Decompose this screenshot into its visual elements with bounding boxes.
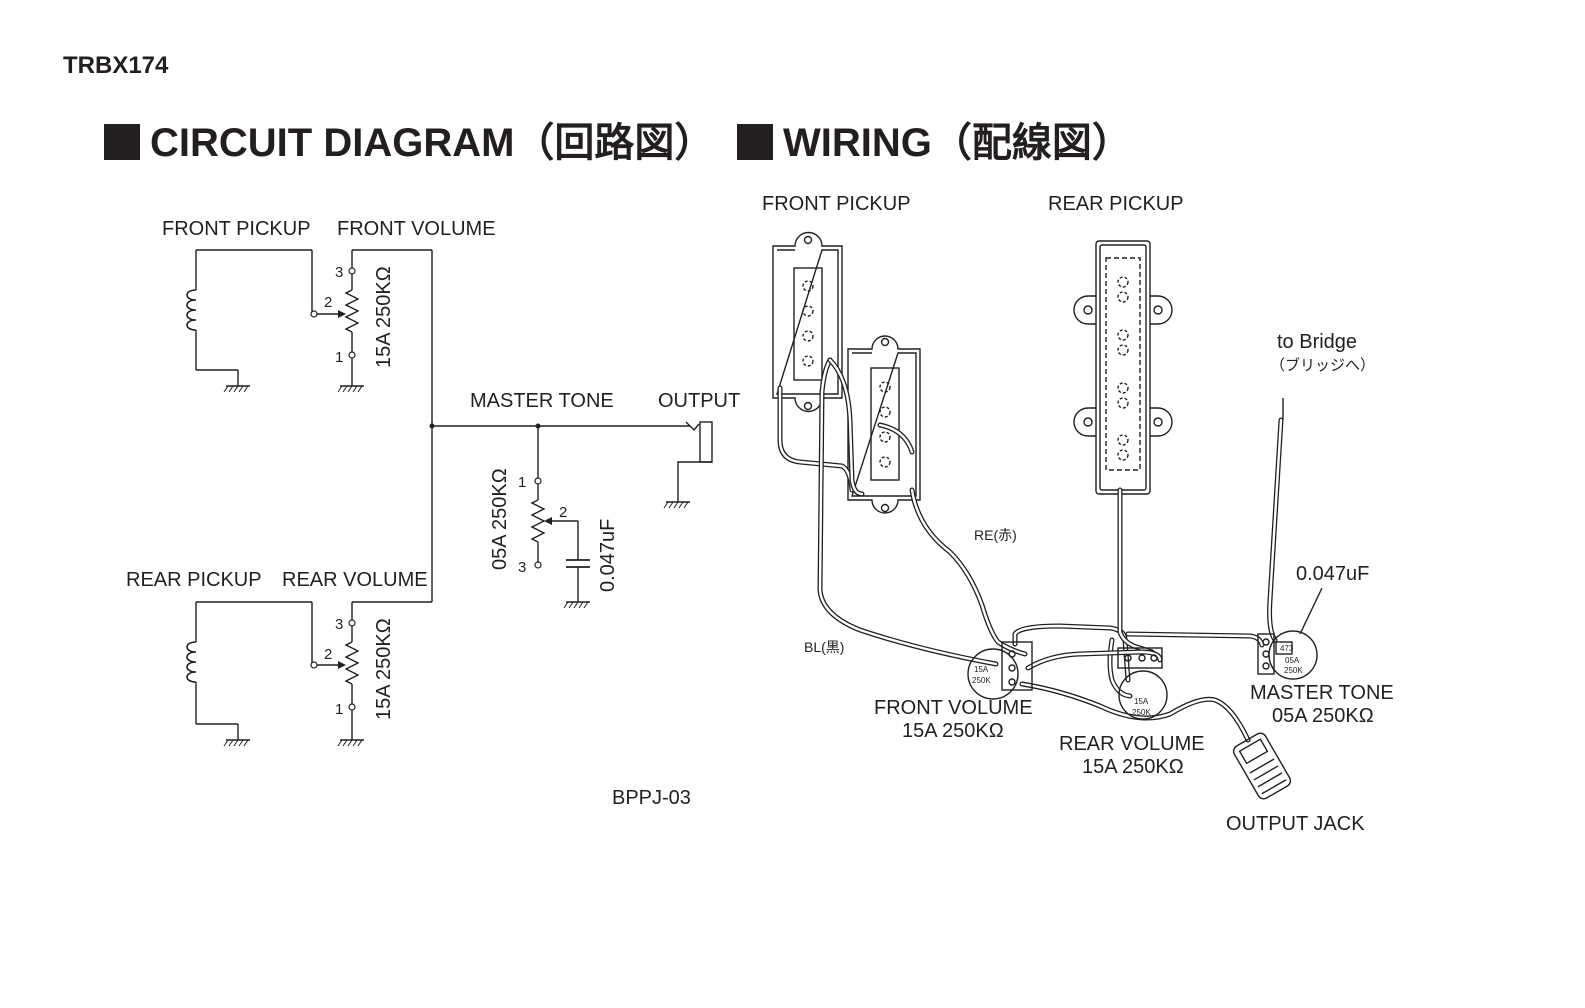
wiring-front-volume-value: 15A 250KΩ	[902, 720, 1004, 742]
wiring-rear-volume-label: REAR VOLUME	[1059, 733, 1205, 755]
to-bridge-label: to Bridge	[1277, 331, 1357, 353]
ground-icon	[223, 385, 251, 393]
wiring-front-volume-label: FRONT VOLUME	[874, 697, 1033, 719]
rear-volume-value: 15A 250KΩ	[373, 618, 395, 720]
wiring-heading: WIRING（配線図）	[737, 119, 1132, 167]
pin-label: 2	[559, 504, 567, 521]
front-volume-pot	[317, 249, 432, 393]
pot-code: 250K	[1132, 708, 1151, 717]
wiring-diagram: 15A 250K 15A 250K 473 05A 250K	[762, 193, 1394, 835]
pot-code: 15A	[1134, 697, 1149, 706]
heading-square-icon	[104, 124, 140, 160]
rear-volume-label: REAR VOLUME	[282, 569, 428, 591]
pot-code: 250K	[972, 676, 991, 685]
pin-label: 2	[324, 646, 332, 663]
master-tone-pot-body: 473 05A 250K	[1257, 630, 1318, 680]
ground-icon	[563, 601, 591, 609]
output-jack-body	[1232, 732, 1292, 800]
cap-code: 473	[1280, 644, 1294, 653]
master-tone-pot	[531, 426, 591, 609]
circuit-diagram-heading: CIRCUIT DIAGRAM（回路図）	[104, 119, 714, 167]
pin-label: 2	[324, 294, 332, 311]
front-pickup-half-a	[772, 231, 843, 413]
pin-label: 1	[335, 349, 343, 366]
wiring-front-pickup-label: FRONT PICKUP	[762, 193, 911, 215]
wiring-capacitor-label: 0.047uF	[1296, 563, 1369, 585]
rear-pickup-body	[1073, 240, 1173, 495]
heading-square-icon	[737, 124, 773, 160]
circuit-diagram: FRONT PICKUP FRONT VOLUME REAR PICKUP RE…	[126, 218, 740, 809]
master-tone-label: MASTER TONE	[470, 390, 614, 412]
wiring-rear-volume-value: 15A 250KΩ	[1082, 756, 1184, 778]
wires	[777, 357, 1284, 743]
red-wire-label: RE(赤)	[974, 527, 1017, 543]
rear-volume-pot-body: 15A 250K	[1117, 647, 1168, 720]
pot-code: 05A	[1285, 656, 1300, 665]
ground-icon	[337, 739, 365, 747]
capacitor-leader	[1299, 587, 1323, 635]
front-pickup-half-b	[847, 335, 921, 514]
rear-pickup-coil	[186, 601, 318, 747]
ground-icon	[223, 739, 251, 747]
ground-icon	[663, 501, 691, 509]
front-pickup-coil	[186, 249, 318, 393]
wiring-rear-pickup-label: REAR PICKUP	[1048, 193, 1184, 215]
front-volume-pot-body: 15A 250K	[967, 641, 1033, 700]
to-bridge-jp-label: （ブリッジへ）	[1270, 356, 1375, 374]
pin-label: 3	[518, 559, 526, 576]
black-wire-label: BL(黒)	[804, 639, 844, 655]
front-volume-value: 15A 250KΩ	[373, 266, 395, 368]
rear-pickup-label: REAR PICKUP	[126, 569, 262, 591]
pin-label: 1	[518, 474, 526, 491]
wiring-title: WIRING（配線図）	[783, 121, 1132, 165]
master-tone-value: 05A 250KΩ	[489, 468, 511, 570]
ground-icon	[337, 385, 365, 393]
front-volume-label: FRONT VOLUME	[337, 218, 496, 240]
wiring-master-tone-label: MASTER TONE	[1250, 682, 1394, 704]
pin-label: 1	[335, 701, 343, 718]
front-pickup-label: FRONT PICKUP	[162, 218, 311, 240]
output-jack-symbol	[663, 421, 713, 509]
circuit-diagram-title: CIRCUIT DIAGRAM（回路図）	[150, 121, 715, 165]
output-jack-label: OUTPUT JACK	[1226, 813, 1365, 835]
circuit-code-label: BPPJ-03	[612, 787, 691, 809]
pot-code: 250K	[1284, 666, 1303, 675]
pin-label: 3	[335, 616, 343, 633]
wiring-master-tone-value: 05A 250KΩ	[1272, 705, 1374, 727]
rear-volume-pot	[317, 601, 432, 747]
pin-label: 3	[335, 264, 343, 281]
capacitor-value: 0.047uF	[597, 519, 619, 592]
model-name: TRBX174	[63, 52, 169, 79]
pot-code: 15A	[974, 665, 989, 674]
output-label: OUTPUT	[658, 390, 740, 412]
